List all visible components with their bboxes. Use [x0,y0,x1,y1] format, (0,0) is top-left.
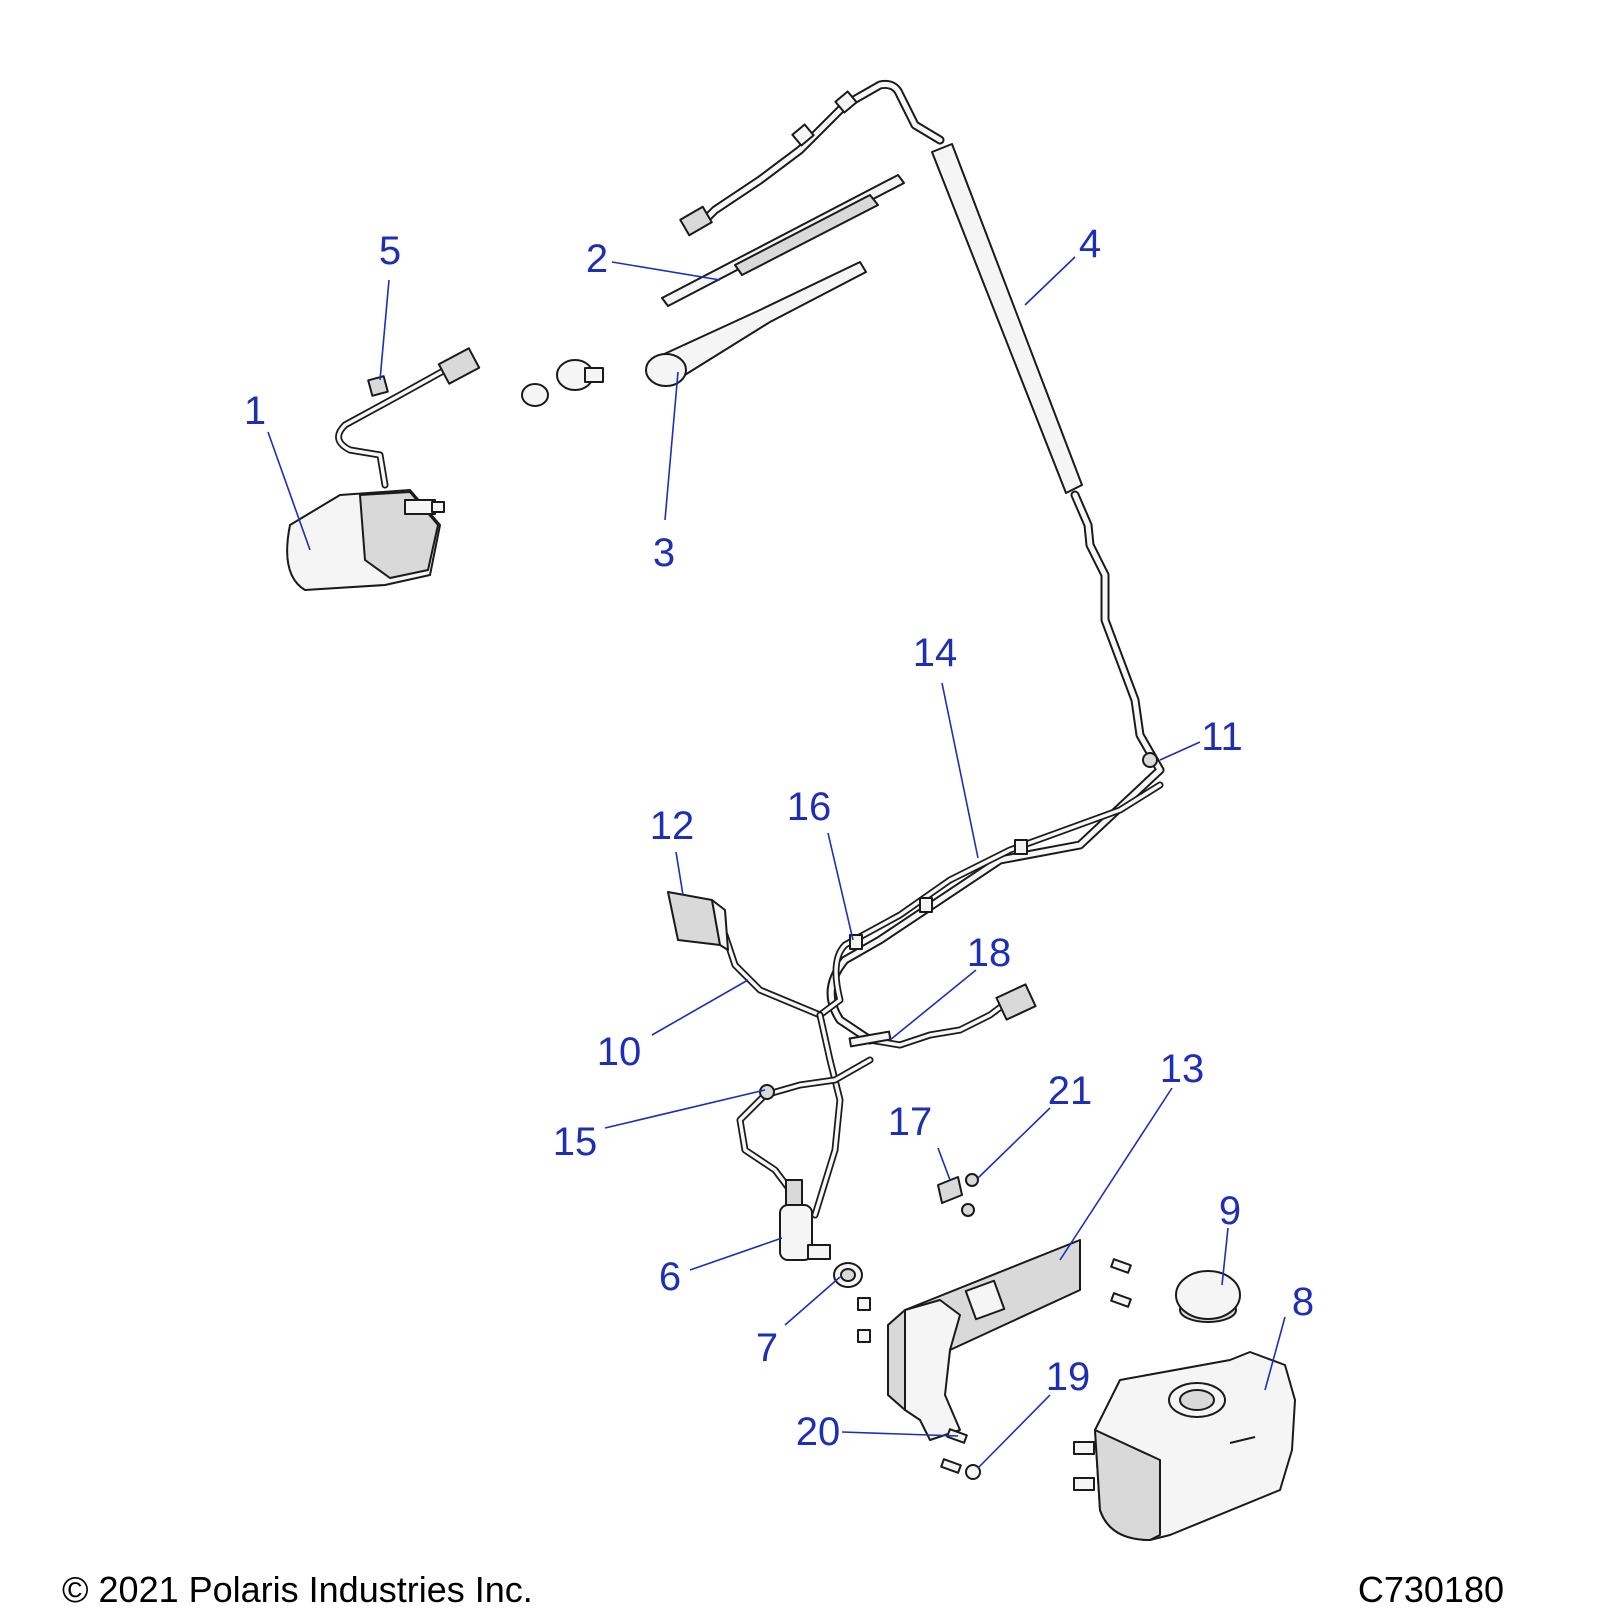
hose-connector-top [679,205,713,237]
callout-labels: 1 2 3 4 5 6 7 8 9 10 11 12 13 14 15 16 1… [244,222,1314,1454]
callout-14: 14 [913,631,958,675]
callout-12: 12 [650,804,695,848]
wiper-arm [645,261,867,387]
washer-reservoir [1073,1351,1296,1541]
callout-10: 10 [597,1030,642,1074]
harness-connector [667,891,729,951]
bolt-20b [940,1458,962,1474]
callout-4: 4 [1079,222,1101,266]
harness-grommet [759,1084,775,1100]
callout-13: 13 [1160,1047,1205,1091]
callout-21: 21 [1048,1069,1093,1113]
washer-pump [779,1179,831,1261]
pump-grommet [833,1262,863,1288]
callout-5: 5 [379,229,401,273]
callout-6: 6 [659,1255,681,1299]
mounting-plate [937,1176,963,1204]
motor-nut [367,375,389,397]
callout-2: 2 [586,237,608,281]
callout-19: 19 [1046,1355,1091,1399]
hose-clip [1142,752,1158,768]
drawing-number: C730180 [1357,1569,1504,1610]
screw-1 [1110,1258,1132,1274]
pivot-bushing [521,383,549,407]
leader-lines [267,256,1286,1469]
hose-sleeve [931,143,1083,494]
callout-20: 20 [796,1410,841,1454]
callout-3: 3 [653,531,675,575]
callout-7: 7 [756,1326,778,1370]
wire-harness [721,781,1164,1219]
callout-16: 16 [787,785,832,829]
screw-2 [1110,1292,1132,1308]
copyright-notice: © 2021 Polaris Industries Inc. [62,1569,533,1610]
hose-coupling [834,90,858,114]
nut-2 [857,1329,871,1343]
nut-21 [965,1173,979,1187]
reservoir-cap [1175,1270,1241,1323]
callout-8: 8 [1292,1280,1314,1324]
reservoir-bracket [887,1239,1081,1441]
nut-1 [857,1297,871,1311]
nut-19 [965,1464,981,1480]
callout-15: 15 [553,1120,598,1164]
harness-clip-2 [919,897,933,913]
nut-21b [961,1203,975,1217]
callout-17: 17 [888,1100,933,1144]
callout-11: 11 [1201,715,1243,759]
wiper-motor [286,347,481,591]
harness-clip-3 [1014,839,1028,855]
wiper-blade [661,174,905,307]
callout-18: 18 [967,931,1012,975]
hose-coupling-2 [791,123,815,147]
callout-9: 9 [1219,1189,1241,1233]
pivot-nut [556,359,604,391]
callout-1: 1 [244,389,266,433]
